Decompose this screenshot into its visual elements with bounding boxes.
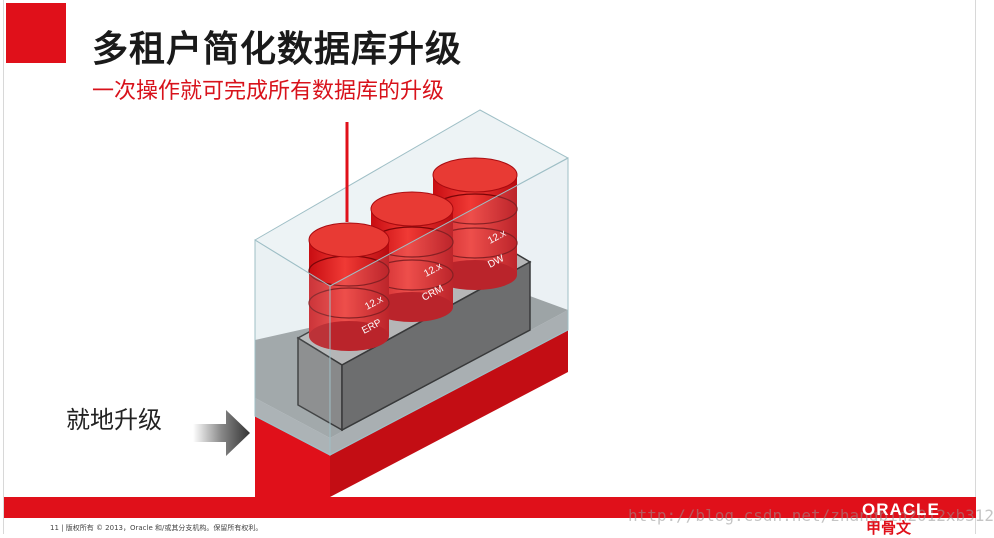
footer-copyright: 11 | 版权所有 © 2013，Oracle 和/或其分支机构。保留所有权利。 <box>50 524 263 532</box>
slide: 多租户简化数据库升级 一次操作就可完成所有数据库的升级 <box>3 0 994 537</box>
upgrade-arrow-icon <box>193 410 250 456</box>
oracle-cn-logo: 甲骨文 <box>866 519 912 537</box>
slide-subtitle: 一次操作就可完成所有数据库的升级 <box>92 79 445 104</box>
slide-title: 多租户简化数据库升级 <box>92 29 463 70</box>
brand-red-square <box>6 3 66 63</box>
slide-border-right <box>975 0 976 534</box>
watermark-text: http://blog.csdn.net/zhangbin2012xb312 <box>628 506 994 525</box>
oracle-logo: ORACLE <box>862 500 940 519</box>
inplace-upgrade-label: 就地升级 <box>66 406 162 434</box>
cdb-upgrade-illustration: 12.x DW 12.x CRM 12.x ERP <box>193 109 569 497</box>
glass-front-edges <box>254 157 569 456</box>
database-erp: 12.x ERP <box>308 122 390 351</box>
slide-border-left <box>3 0 4 534</box>
footer-red-bar <box>4 497 976 518</box>
